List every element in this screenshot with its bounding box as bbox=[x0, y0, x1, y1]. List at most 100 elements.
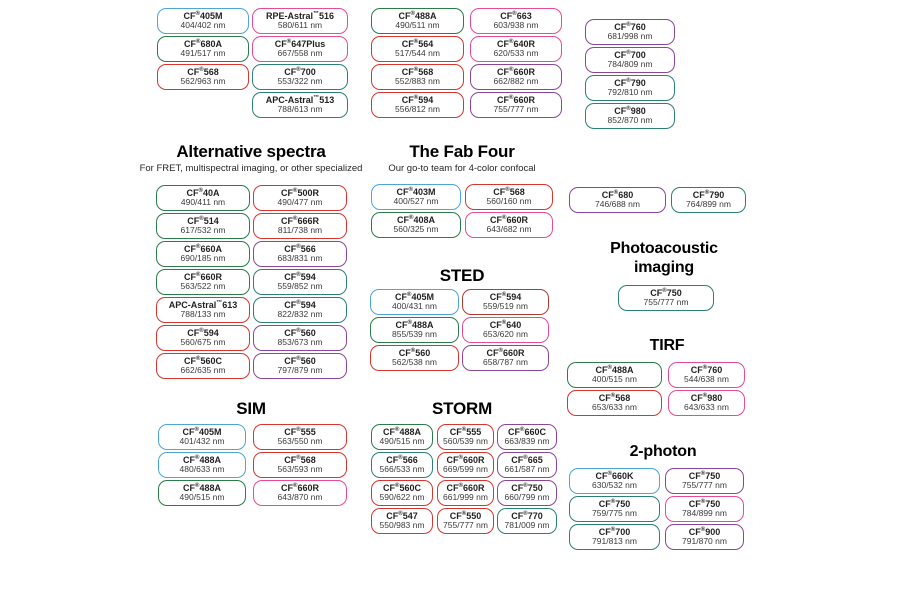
section-title-sted: STED bbox=[439, 266, 485, 285]
dye-name: CF®660R bbox=[497, 95, 535, 106]
trademark-symbol: ® bbox=[610, 499, 616, 506]
dye-excitation-emission: 662/635 nm bbox=[180, 365, 226, 376]
dye-name: CF®488A bbox=[183, 483, 221, 494]
trademark-symbol: ® bbox=[395, 483, 400, 490]
dye-excitation-emission: 811/738 nm bbox=[277, 225, 323, 236]
dye-name: CF®488A bbox=[395, 320, 434, 331]
trademark-symbol: ® bbox=[610, 393, 616, 400]
trademark-symbol: ® bbox=[700, 527, 706, 534]
dye-name: CF®666R bbox=[281, 216, 319, 227]
section-title-storm: STORM bbox=[431, 399, 493, 418]
dye-name: CF®660R bbox=[446, 455, 485, 466]
dye-excitation-emission: 400/527 nm bbox=[393, 196, 439, 207]
trademark-symbol: ® bbox=[413, 39, 419, 46]
trademark-symbol: ® bbox=[293, 188, 298, 195]
dye-excitation-emission: 490/411 nm bbox=[180, 197, 226, 208]
trademark-symbol: ® bbox=[195, 483, 200, 490]
trademark-symbol: ® bbox=[296, 300, 301, 307]
dye-name: CF®560C bbox=[383, 483, 421, 494]
dye-name: APC-Astral™513 bbox=[265, 95, 335, 106]
trademark-symbol: ® bbox=[502, 215, 507, 222]
dye-name: CF®770 bbox=[511, 511, 543, 522]
dye-excitation-emission: 559/852 nm bbox=[277, 281, 323, 292]
dye-excitation-emission: 620/533 nm bbox=[493, 48, 539, 59]
dye-name: CF®640 bbox=[489, 320, 522, 331]
trademark-symbol: ® bbox=[523, 455, 528, 462]
dye-excitation-emission: 797/879 nm bbox=[277, 365, 323, 376]
dye-name: CF®760 bbox=[614, 22, 646, 33]
dye-name: CF®594 bbox=[284, 272, 316, 283]
trademark-symbol: ® bbox=[523, 511, 528, 518]
dye-excitation-emission: 544/638 nm bbox=[684, 374, 729, 385]
dye-name: CF®488A bbox=[595, 365, 634, 376]
section-title-fab-four: The Fab Four bbox=[409, 142, 515, 161]
dye-name: CF®405M bbox=[182, 427, 222, 438]
dye-name: CF®660A bbox=[184, 244, 222, 255]
dye-name: CF®750 bbox=[688, 499, 721, 510]
trademark-symbol: ® bbox=[293, 216, 298, 223]
trademark-symbol: ® bbox=[196, 356, 201, 363]
trademark-symbol: ® bbox=[398, 511, 403, 518]
dye-name: CF®680 bbox=[601, 190, 634, 201]
dye-excitation-emission: 562/963 nm bbox=[180, 76, 226, 87]
dye-name: CF®660R bbox=[281, 483, 319, 494]
trademark-symbol: ® bbox=[195, 11, 200, 18]
section-title-sim: SIM bbox=[236, 399, 266, 418]
dye-excitation-emission: 759/775 nm bbox=[592, 508, 637, 519]
dye-excitation-emission: 755/777 nm bbox=[682, 480, 727, 491]
trademark-symbol: ® bbox=[626, 78, 631, 85]
trademark-symbol: ® bbox=[607, 365, 612, 372]
trademark-symbol: ® bbox=[407, 292, 412, 299]
trademark-symbol: ® bbox=[194, 427, 199, 434]
dye-name: CF®560 bbox=[284, 356, 316, 367]
dye-excitation-emission: 550/983 nm bbox=[379, 520, 425, 531]
dye-name: CF®594 bbox=[401, 95, 434, 106]
dye-name: CF®566 bbox=[386, 455, 418, 466]
trademark-symbol: ® bbox=[195, 455, 200, 462]
dye-name: CF®660C bbox=[508, 427, 546, 438]
dye-excitation-emission: 490/477 nm bbox=[277, 197, 323, 208]
dye-name: CF®547 bbox=[386, 511, 418, 522]
dye-excitation-emission: 560/160 nm bbox=[486, 196, 532, 207]
trademark-symbol: ™ bbox=[216, 300, 223, 307]
section-title-tirf: TIRF bbox=[649, 337, 685, 354]
trademark-symbol: ® bbox=[702, 393, 708, 400]
trademark-symbol: ® bbox=[410, 348, 416, 355]
dye-name: CF®555 bbox=[284, 427, 316, 438]
dye-excitation-emission: 661/587 nm bbox=[504, 464, 550, 475]
trademark-symbol: ® bbox=[198, 188, 203, 195]
dye-excitation-emission: 791/813 nm bbox=[592, 536, 637, 547]
dye-excitation-emission: 490/515 nm bbox=[179, 492, 225, 503]
trademark-symbol: ® bbox=[199, 328, 204, 335]
dye-excitation-emission: 490/511 nm bbox=[395, 20, 440, 31]
dye-excitation-emission: 788/133 nm bbox=[180, 309, 226, 320]
dye-excitation-emission: 784/809 nm bbox=[607, 59, 653, 70]
dye-name: CF®980 bbox=[614, 106, 646, 117]
